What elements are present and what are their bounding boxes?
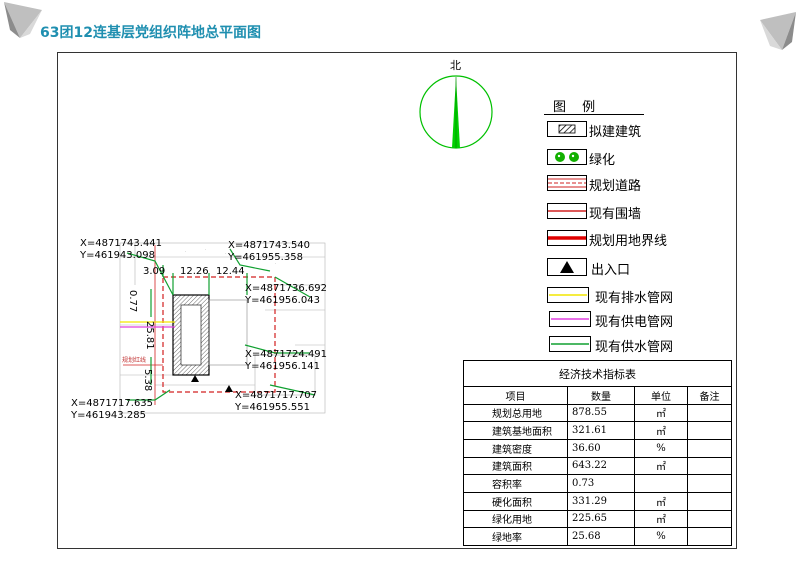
coordinate-label: X=4871717.707 Y=461955.551 (235, 390, 318, 413)
legend-item-label: 规划用地界线 (589, 234, 668, 249)
legend-item-label: 绿化 (589, 153, 616, 168)
legend-item-label: 现有排水管网 (595, 291, 674, 306)
drain-pipe-icon (547, 287, 589, 303)
legend-item-label: 现有围墙 (589, 207, 642, 222)
site-plan: · · · · · · (119, 242, 326, 414)
legend-title: 图 例 (553, 100, 602, 115)
dimension-label: 12.44 (216, 266, 245, 277)
table-row: 硬化面积 331.29 ㎡ (463, 491, 732, 511)
dimension-label: 25.81 (144, 321, 155, 350)
table-header-cell: 数量 (567, 386, 635, 405)
table-row: 规划总用地 878.55 ㎡ (463, 403, 732, 423)
coordinate-label: X=4871717.635 Y=461943.285 (71, 398, 154, 421)
legend-item-label: 拟建建筑 (589, 125, 642, 140)
svg-text:·: · (275, 261, 276, 266)
corner-decoration-top-left (4, 2, 42, 38)
table-header-row: 项目 数量 单位 备注 (463, 386, 732, 405)
existing-wall-icon (547, 203, 587, 219)
table-row: 建筑面积 643.22 ㎡ (463, 456, 732, 476)
econ-table-title: 经济技术指标表 (463, 360, 732, 387)
water-pipe-icon (549, 336, 591, 352)
dimension-label: 5.38 (142, 369, 153, 392)
land-boundary-icon (547, 230, 587, 246)
power-pipe-icon (549, 311, 591, 327)
table-row: 绿化用地 225.65 ㎡ (463, 509, 732, 529)
corner-decoration-top-right (760, 12, 796, 50)
coordinate-label: X=4871736.692 Y=461956.043 (245, 283, 328, 306)
north-arrow-icon (419, 75, 493, 149)
dimension-label: 12.26 (180, 266, 209, 277)
table-row: 容积率 0.73 (463, 474, 732, 493)
table-row: 绿地率 25.68 % (463, 527, 732, 546)
boundary-note: 规划红线 (122, 357, 147, 364)
entrance-triangle-icon (547, 258, 587, 276)
dimension-label: 3.09 (143, 266, 166, 277)
svg-text:·: · (145, 341, 146, 346)
planned-road-icon (547, 175, 587, 191)
table-row: 建筑基地面积 321.61 ㎡ (463, 421, 732, 440)
hatched-building-icon (547, 121, 587, 137)
legend-item-label: 规划道路 (589, 179, 642, 194)
svg-text:·: · (290, 296, 291, 301)
table-header-cell: 项目 (463, 386, 568, 405)
legend-divider (544, 114, 644, 115)
dimension-label: 0.77 (127, 290, 138, 313)
coordinate-label: X=4871724.491 Y=461956.141 (245, 349, 328, 372)
svg-text:·: · (185, 249, 186, 254)
coordinate-label: X=4871743.441 Y=461943.098 (80, 238, 163, 261)
greenery-icon (547, 149, 587, 165)
svg-text:·: · (225, 251, 226, 256)
coordinate-label: X=4871743.540 Y=461955.358 (228, 240, 311, 263)
table-header-cell: 备注 (687, 386, 732, 405)
table-header-cell: 单位 (634, 386, 688, 405)
page-title: 63团12连基层党组织阵地总平面图 (40, 25, 261, 41)
table-row: 建筑密度 36.60 % (463, 438, 732, 458)
econ-table: 项目 数量 单位 备注 规划总用地 878.55 ㎡ 建筑基地面积 321.61… (463, 386, 732, 546)
svg-text:·: · (205, 247, 206, 252)
legend-item-label: 出入口 (591, 263, 631, 278)
legend-item-label: 现有供电管网 (595, 315, 674, 330)
legend-item-label: 现有供水管网 (595, 340, 674, 355)
north-label: 北 (450, 59, 461, 72)
